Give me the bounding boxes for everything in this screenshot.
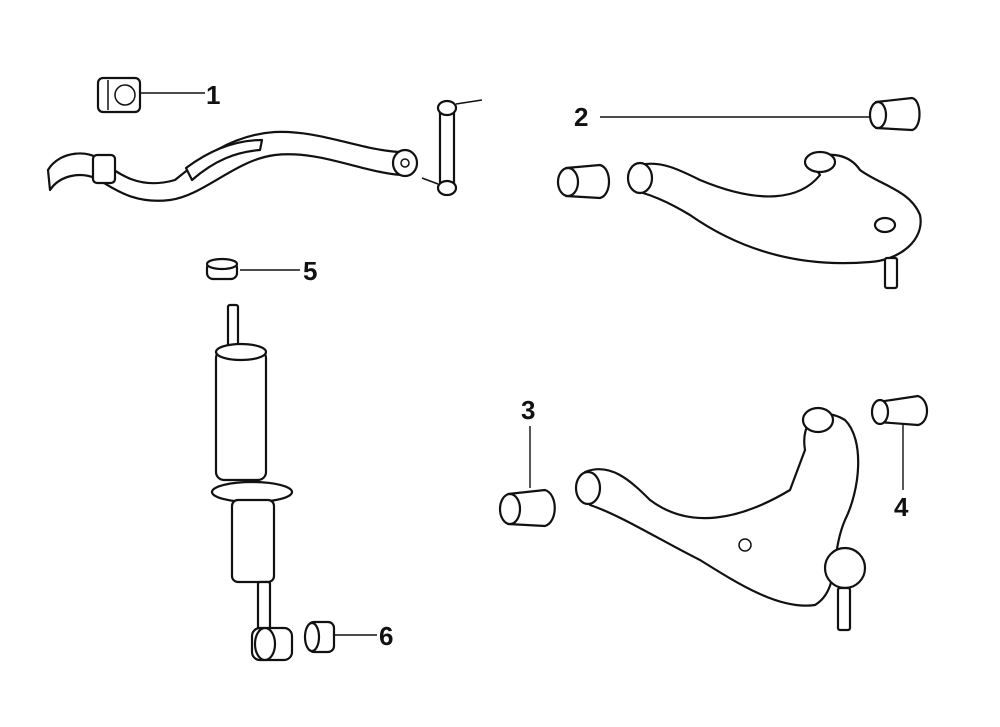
callout-4: 4 <box>894 492 909 522</box>
callout-3: 3 <box>521 395 536 425</box>
stabilizer-bushing-part <box>96 76 142 114</box>
upper-arm-bushing-part <box>556 96 921 200</box>
lower-arm-bushing-front-part <box>498 488 556 528</box>
callout-6: 6 <box>379 621 394 651</box>
upper-control-arm-part <box>626 150 922 290</box>
lower-arm-bushing-rear-part <box>870 394 929 427</box>
callout-2: 2 <box>574 102 589 132</box>
shock-absorber-part <box>210 303 294 662</box>
stabilizer-bar-part <box>46 130 419 202</box>
callout-5: 5 <box>303 256 318 286</box>
lower-control-arm-part <box>574 406 867 632</box>
callout-1: 1 <box>206 80 221 110</box>
shock-lower-bushing-part <box>303 620 336 654</box>
shock-upper-bushing-part <box>205 257 239 281</box>
stabilizer-link-part <box>421 99 483 197</box>
